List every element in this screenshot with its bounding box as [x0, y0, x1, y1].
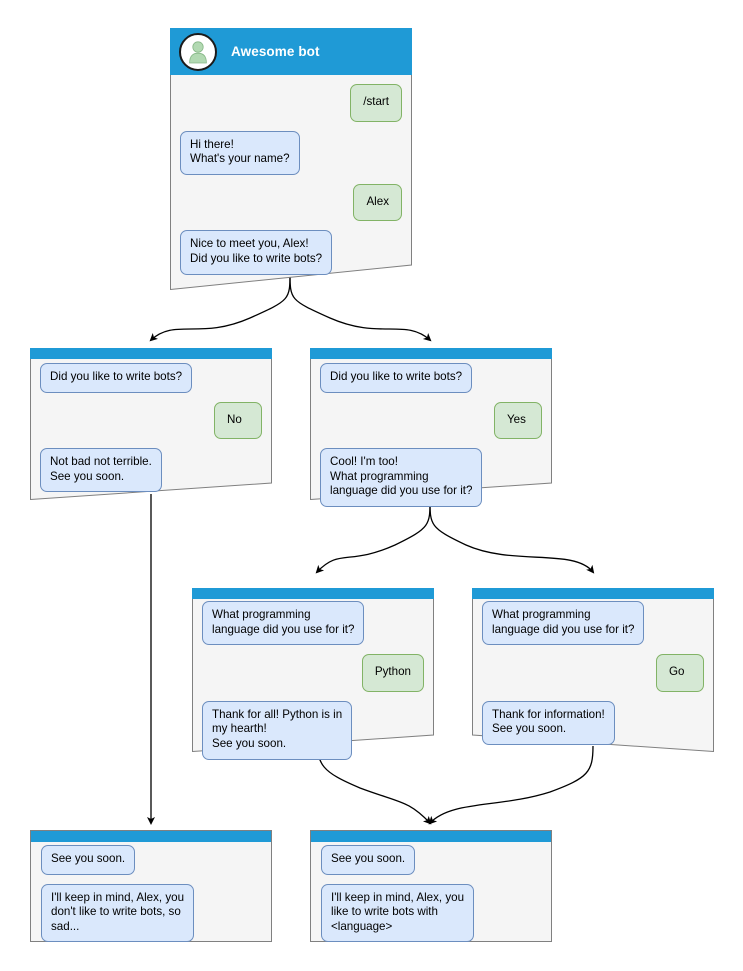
bot-message-bubble: Thank for information! See you soon. [482, 700, 615, 745]
branch-python-card[interactable]: What programming language did you use fo… [192, 588, 434, 760]
user-message-bubble: Alex [353, 183, 402, 222]
message-row: Hi there! What's your name? [180, 130, 402, 175]
person-avatar-icon [179, 32, 217, 71]
bot-message-bubble: Did you like to write bots? [320, 363, 473, 393]
user-message-bubble: Yes [494, 401, 542, 440]
end-happy-card-messages: See you soon. I'll keep in mind, Alex, y… [311, 845, 551, 951]
end-sad-card[interactable]: See you soon. I'll keep in mind, Alex, y… [30, 830, 272, 943]
bot-message-bubble: Not bad not terrible. See you soon. [40, 448, 162, 493]
message-row: Alex [180, 183, 402, 222]
message-row: I'll keep in mind, Alex, you don't like … [41, 883, 261, 943]
user-message-bubble: Python [361, 654, 424, 692]
message-row: Python [202, 654, 424, 692]
end-happy-card[interactable]: See you soon. I'll keep in mind, Alex, y… [310, 830, 552, 943]
bot-message-bubble: Cool! I'm too! What programming language… [320, 448, 483, 507]
message-row: What programming language did you use fo… [482, 601, 704, 646]
message-row: See you soon. [41, 845, 261, 875]
bot-message-bubble: I'll keep in mind, Alex, you don't like … [41, 883, 195, 943]
message-row: Yes [320, 401, 542, 440]
branch-yes-card-bar [310, 348, 552, 359]
root-card[interactable]: Awesome bot /start Hi there! What's your… [170, 28, 412, 290]
message-row: /start [180, 84, 402, 122]
bot-message-bubble: What programming language did you use fo… [482, 601, 645, 646]
user-message-bubble: /start [350, 84, 402, 122]
bot-message-bubble: See you soon. [41, 845, 136, 875]
bot-message-bubble: Nice to meet you, Alex! Did you like to … [180, 230, 333, 275]
message-row: Did you like to write bots? [40, 363, 262, 393]
branch-yes-card[interactable]: Did you like to write bots? Yes Cool! I'… [310, 348, 552, 507]
bot-message-bubble: Thank for all! Python is in my hearth! S… [202, 700, 353, 760]
message-row: What programming language did you use fo… [202, 601, 424, 646]
message-row: Thank for information! See you soon. [482, 700, 704, 745]
branch-go-card[interactable]: What programming language did you use fo… [472, 588, 714, 752]
message-row: Nice to meet you, Alex! Did you like to … [180, 230, 402, 275]
end-sad-card-bar [31, 831, 271, 842]
message-row: Did you like to write bots? [320, 363, 542, 393]
branch-python-card-bar [192, 588, 434, 599]
message-row: See you soon. [321, 845, 541, 875]
message-row: Cool! I'm too! What programming language… [320, 448, 542, 507]
bot-message-bubble: I'll keep in mind, Alex, you like to wri… [321, 883, 475, 943]
user-message-bubble: No [214, 401, 262, 440]
user-message-bubble: Go [656, 654, 704, 692]
branch-no-card[interactable]: Did you like to write bots? No Not bad n… [30, 348, 272, 500]
bot-message-bubble: See you soon. [321, 845, 416, 875]
root-card-header: Awesome bot [170, 28, 412, 75]
end-happy-card-bar [311, 831, 551, 842]
message-row: Go [482, 654, 704, 692]
branch-no-card-messages: Did you like to write bots? No Not bad n… [30, 363, 272, 501]
bot-message-bubble: What programming language did you use fo… [202, 601, 365, 646]
branch-python-card-messages: What programming language did you use fo… [192, 601, 434, 769]
bot-message-bubble: Did you like to write bots? [40, 363, 193, 393]
end-sad-card-messages: See you soon. I'll keep in mind, Alex, y… [31, 845, 271, 951]
branch-go-card-messages: What programming language did you use fo… [472, 601, 714, 754]
branch-no-card-bar [30, 348, 272, 359]
bot-message-bubble: Hi there! What's your name? [180, 130, 300, 175]
edge-go-to-end-happy [428, 745, 594, 825]
root-card-messages: /start Hi there! What's your name? Alex … [170, 84, 412, 284]
root-card-title: Awesome bot [231, 44, 320, 59]
message-row: I'll keep in mind, Alex, you like to wri… [321, 883, 541, 943]
message-row: Thank for all! Python is in my hearth! S… [202, 700, 424, 760]
branch-yes-card-messages: Did you like to write bots? Yes Cool! I'… [310, 363, 552, 516]
branch-go-card-bar [472, 588, 714, 599]
message-row: Not bad not terrible. See you soon. [40, 448, 262, 493]
message-row: No [40, 401, 262, 440]
